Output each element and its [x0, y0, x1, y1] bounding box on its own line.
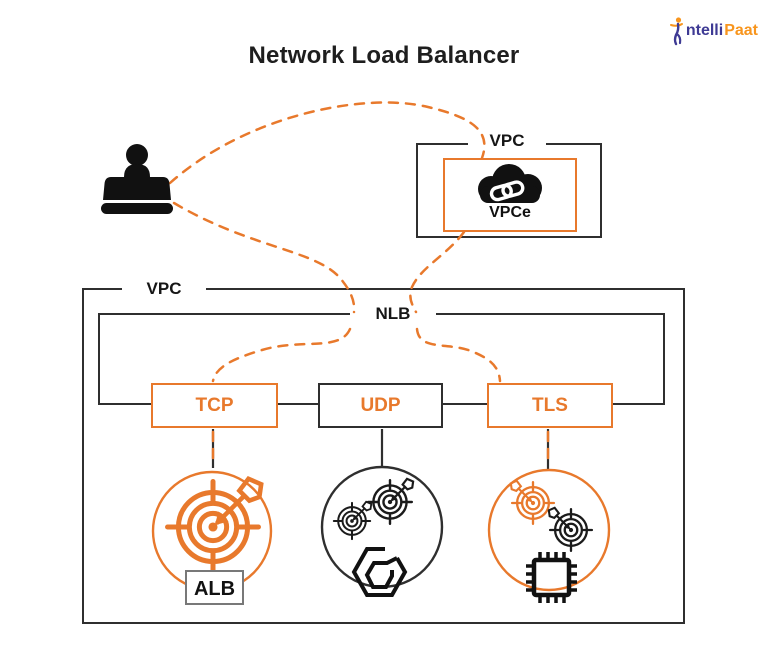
logo-text-primary: ntelli	[685, 22, 724, 39]
vpce-label: VPCe	[489, 204, 531, 221]
main-vpc-label: VPC	[122, 279, 206, 298]
nlb-label: NLB	[350, 304, 436, 323]
main-vpc-box	[82, 288, 685, 624]
listener-udp-box: UDP	[318, 383, 443, 428]
logo-text-secondary: Paat	[724, 22, 758, 39]
listener-tcp-box: TCP	[151, 383, 278, 428]
endpoint-vpc-label: VPC	[468, 131, 546, 150]
page-title: Network Load Balancer	[248, 42, 520, 69]
user-icon	[101, 144, 173, 214]
listener-tls-box: TLS	[487, 383, 613, 428]
logo-person-icon	[669, 17, 683, 46]
vpc-endpoint-box	[443, 158, 577, 232]
